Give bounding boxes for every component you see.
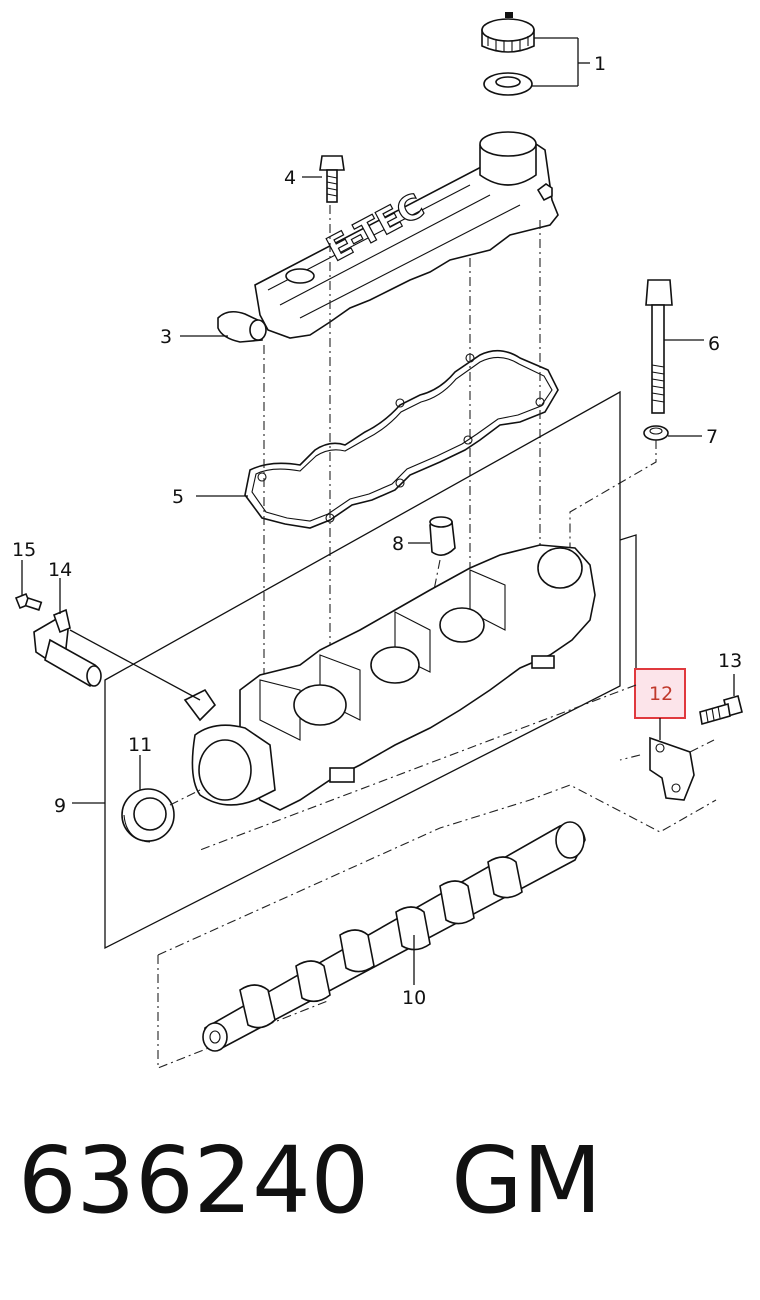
part-number: 636240 <box>18 1127 370 1234</box>
callout-6: 6 <box>708 333 720 355</box>
camshaft <box>202 821 586 1052</box>
part-footer: 636240 GM <box>18 1135 602 1245</box>
cover-gasket <box>244 349 559 529</box>
brand-name: GM <box>451 1127 602 1234</box>
camshaft-oil-seal <box>121 788 175 843</box>
callout-10: 10 <box>402 987 426 1009</box>
callout-14: 14 <box>48 559 72 581</box>
callout-8: 8 <box>392 533 404 555</box>
highlight-box <box>634 668 686 719</box>
callout-11: 11 <box>128 734 152 756</box>
callout-4: 4 <box>284 167 296 189</box>
cylinder-head-cover: E-TEC <box>254 131 559 339</box>
callout-15: 15 <box>12 539 36 561</box>
exploded-parts-diagram: 1 E-TEC 3 4 5 <box>12 12 743 1069</box>
callout-13: 13 <box>718 650 742 672</box>
camshaft-position-sensor <box>33 608 102 687</box>
callout-9: 9 <box>54 795 66 817</box>
camshaft-housing <box>183 544 596 811</box>
camshaft-cap-bolt <box>645 279 673 414</box>
oil-filler-seal <box>483 72 533 96</box>
pcv-nipple <box>217 310 267 343</box>
callout-3: 3 <box>160 326 172 348</box>
bracket-bolt <box>699 695 743 726</box>
callout-5: 5 <box>172 486 184 508</box>
hydraulic-lifter <box>429 516 456 556</box>
cover-bolt <box>319 155 345 203</box>
oil-filler-cap <box>481 12 535 53</box>
sensor-screw <box>14 592 43 611</box>
callout-12: 12 <box>649 683 673 705</box>
callout-7: 7 <box>706 426 718 448</box>
callout-1: 1 <box>594 53 606 75</box>
mounting-bracket <box>649 736 695 801</box>
